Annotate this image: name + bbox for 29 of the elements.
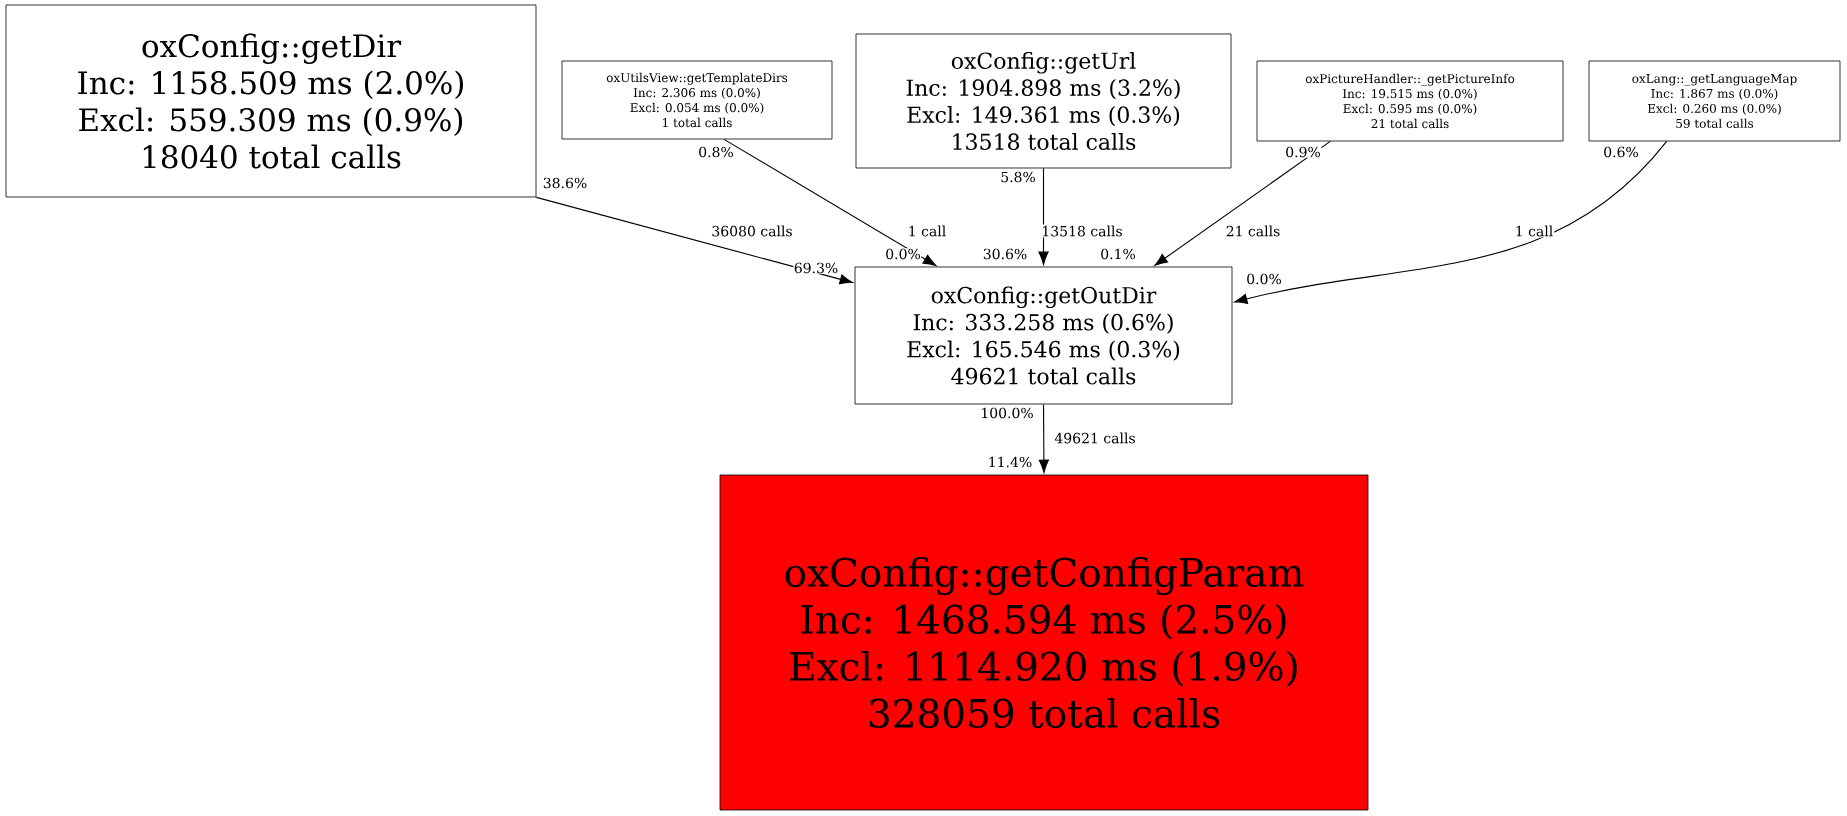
arrow bbox=[1038, 167, 1049, 265]
arrow bbox=[1154, 140, 1331, 266]
function-box: oxPictureHandler::_getPictureInfo Inc: 19.515 ms (0.0%) Excl: 0.595 ms (0.0%) 21 total calls bbox=[1256, 60, 1564, 142]
function-box: oxConfig::getUrl Inc: 1904.898 ms (3.2%) Excl: 149.361 ms (0.3%) 13518 total calls bbox=[855, 33, 1232, 169]
edge-label: 13518 calls bbox=[1040, 224, 1124, 238]
percentage-label: 0.6% bbox=[1602, 146, 1640, 158]
function-box: oxLang::_getLanguageMap Inc: 1.867 ms (0.0%) Excl: 0.260 ms (0.0%) 59 total calls bbox=[1588, 60, 1841, 142]
edge-label: 49621 calls bbox=[1053, 431, 1137, 445]
edge-label: 1 call bbox=[906, 224, 948, 238]
percentage-label: 38.6% bbox=[542, 177, 588, 189]
arrow bbox=[1234, 140, 1668, 304]
edge-label: 21 calls bbox=[1224, 224, 1282, 238]
percentage-label: 69.3% bbox=[793, 262, 839, 274]
arrow bbox=[723, 138, 937, 266]
edge-label: 1 call bbox=[1513, 224, 1555, 238]
arrow bbox=[535, 196, 853, 285]
percentage-label: 0.0% bbox=[1245, 273, 1283, 285]
function-box: oxConfig::getDir Inc: 1158.509 ms (2.0%) Excl: 559.309 ms (0.9%) 18040 total calls bbox=[5, 4, 537, 198]
function-box: oxConfig::getConfigParam Inc: 1468.594 ms (2.5%) Excl: 1114.920 ms (1.9%) 328059 total calls bbox=[719, 474, 1369, 811]
function-box: oxConfig::getOutDir Inc: 333.258 ms (0.6%) Excl: 165.546 ms (0.3%) 49621 total calls bbox=[854, 266, 1233, 405]
function-box: oxUtilsView::getTemplateDirs Inc: 2.306 ms (0.0%) Excl: 0.054 ms (0.0%) 1 total calls bbox=[561, 60, 833, 140]
percentage-label: 0.8% bbox=[697, 146, 735, 158]
edge-label: 36080 calls bbox=[710, 224, 794, 238]
percentage-label: 5.8% bbox=[999, 171, 1037, 183]
percentage-label: 100.0% bbox=[979, 407, 1035, 419]
percentage-label: 0.0% bbox=[884, 248, 922, 260]
percentage-label: 11.4% bbox=[987, 456, 1033, 468]
percentage-label: 0.9% bbox=[1284, 146, 1322, 158]
arrow bbox=[1038, 403, 1049, 473]
